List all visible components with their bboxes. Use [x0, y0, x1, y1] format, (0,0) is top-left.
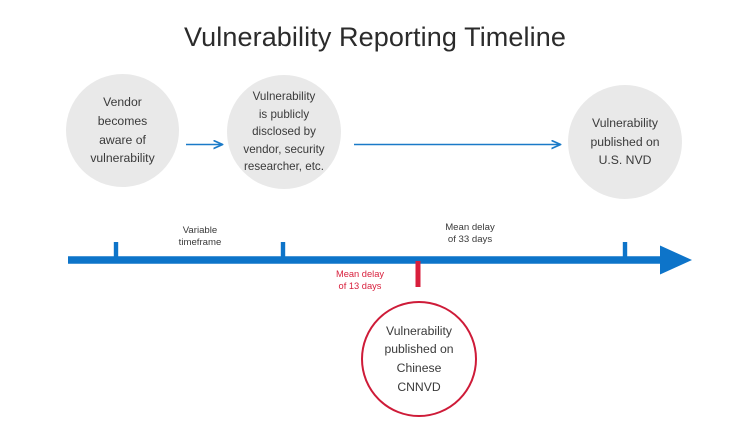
node-line: Vendor	[103, 95, 142, 110]
node-line: aware of	[99, 132, 146, 147]
timeline-label-variable-timeframe: Variable timeframe	[150, 225, 250, 250]
page-title: Vulnerability Reporting Timeline	[184, 22, 566, 52]
timeline-callout-cnnvd-label: Vulnerability published on Chinese CNNVD	[378, 322, 459, 396]
flow-node-us-nvd[interactable]: Vulnerability published on U.S. NVD	[568, 85, 682, 199]
flow-node-vendor-aware[interactable]: Vendor becomes aware of vulnerability	[66, 74, 179, 187]
node-line: Chinese	[396, 361, 442, 375]
node-line: researcher, etc.	[244, 160, 324, 174]
label-line: Variable	[182, 225, 218, 236]
node-line: published on	[590, 134, 660, 149]
timeline-arrow-icon	[660, 245, 692, 275]
label-line: Mean delay	[445, 222, 495, 233]
node-line: CNNVD	[397, 379, 441, 394]
flow-node-public-disclosure-label: Vulnerability is publicly disclosed by v…	[237, 88, 330, 175]
node-line: disclosed by	[252, 125, 316, 139]
node-line: Vulnerability	[252, 90, 316, 104]
node-line: is publicly	[258, 107, 310, 121]
node-line: published on	[384, 342, 454, 357]
node-line: vendor, security	[243, 142, 325, 156]
node-line: becomes	[97, 113, 148, 128]
label-line: of 13 days	[338, 281, 382, 291]
node-line: Vulnerability	[386, 323, 452, 338]
label-line: Mean delay	[335, 269, 385, 279]
node-line: U.S. NVD	[598, 153, 652, 168]
timeline-label-mean-delay-33: Mean delay of 33 days	[420, 222, 520, 247]
node-line: Vulnerability	[592, 116, 658, 131]
timeline-label-mean-delay-13: Mean delay of 13 days	[315, 268, 405, 292]
flow-node-us-nvd-label: Vulnerability published on U.S. NVD	[584, 114, 665, 170]
label-line: timeframe	[178, 237, 222, 249]
node-line: vulnerability	[90, 151, 155, 166]
label-line: of 33 days	[447, 234, 493, 246]
flow-node-public-disclosure[interactable]: Vulnerability is publicly disclosed by v…	[227, 75, 341, 189]
timeline-callout-cnnvd[interactable]: Vulnerability published on Chinese CNNVD	[361, 301, 477, 417]
flow-node-vendor-aware-label: Vendor becomes aware of vulnerability	[84, 93, 160, 167]
